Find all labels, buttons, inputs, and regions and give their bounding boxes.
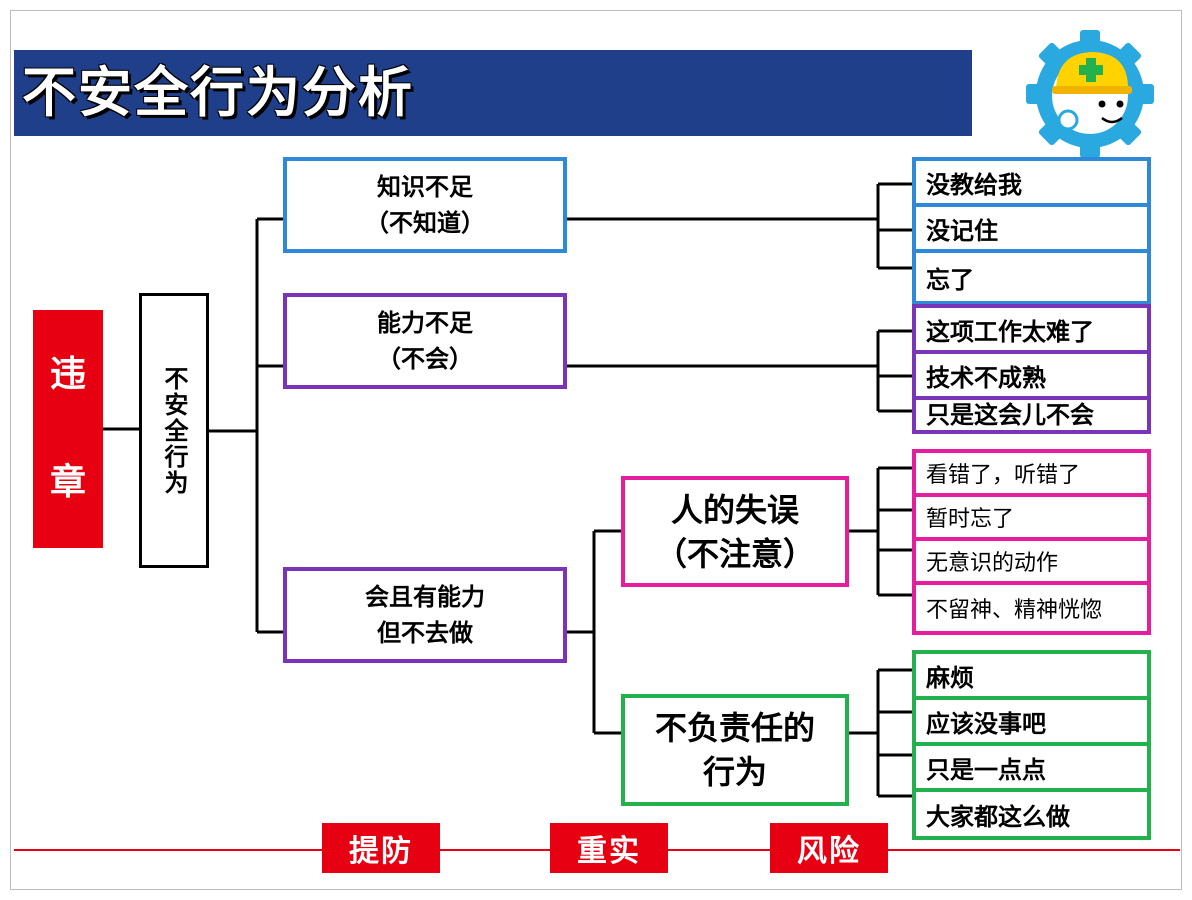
leaf-knowledge-1: 没教给我 (912, 157, 1151, 207)
leaf-ability-3: 只是这会儿不会 (912, 396, 1151, 434)
leaf-error-3: 无意识的动作 (912, 537, 1151, 585)
root-node: 不安全行为 (139, 293, 209, 568)
safety-worker-gear-icon (1026, 30, 1154, 158)
leaf-error-1: 看错了，听错了 (912, 449, 1151, 497)
leaf-knowledge-2: 没记住 (912, 203, 1151, 253)
bottom-label-guard: 提防 (322, 823, 440, 873)
category-willing: 会且有能力 但不去做 (283, 567, 567, 663)
category-knowledge: 知识不足 （不知道） (283, 157, 567, 253)
page-title: 不安全行为分析 (22, 61, 414, 124)
leaf-ability-1: 这项工作太难了 (912, 304, 1151, 354)
title-bar (14, 50, 972, 136)
violation-char-2: 章 (49, 462, 86, 503)
leaf-irresponsible-2: 应该没事吧 (912, 696, 1151, 746)
violation-tag: 违 章 (33, 310, 103, 548)
violation-char-1: 违 (49, 354, 86, 395)
bottom-label-emphasis: 重实 (550, 823, 668, 873)
leaf-irresponsible-3: 只是一点点 (912, 742, 1151, 792)
leaf-irresponsible-1: 麻烦 (912, 650, 1151, 700)
leaf-ability-2: 技术不成熟 (912, 350, 1151, 400)
subcategory-human-error: 人的失误 （不注意） (621, 476, 849, 587)
category-ability: 能力不足 （不会） (283, 293, 567, 389)
leaf-error-2: 暂时忘了 (912, 493, 1151, 541)
subcategory-irresponsible: 不负责任的 行为 (621, 694, 849, 806)
leaf-irresponsible-4: 大家都这么做 (912, 788, 1151, 840)
leaf-error-4: 不留神、精神恍惚 (912, 581, 1151, 635)
bottom-label-risk: 风险 (770, 823, 888, 873)
slide-frame (10, 10, 1182, 890)
leaf-knowledge-3: 忘了 (912, 249, 1151, 305)
